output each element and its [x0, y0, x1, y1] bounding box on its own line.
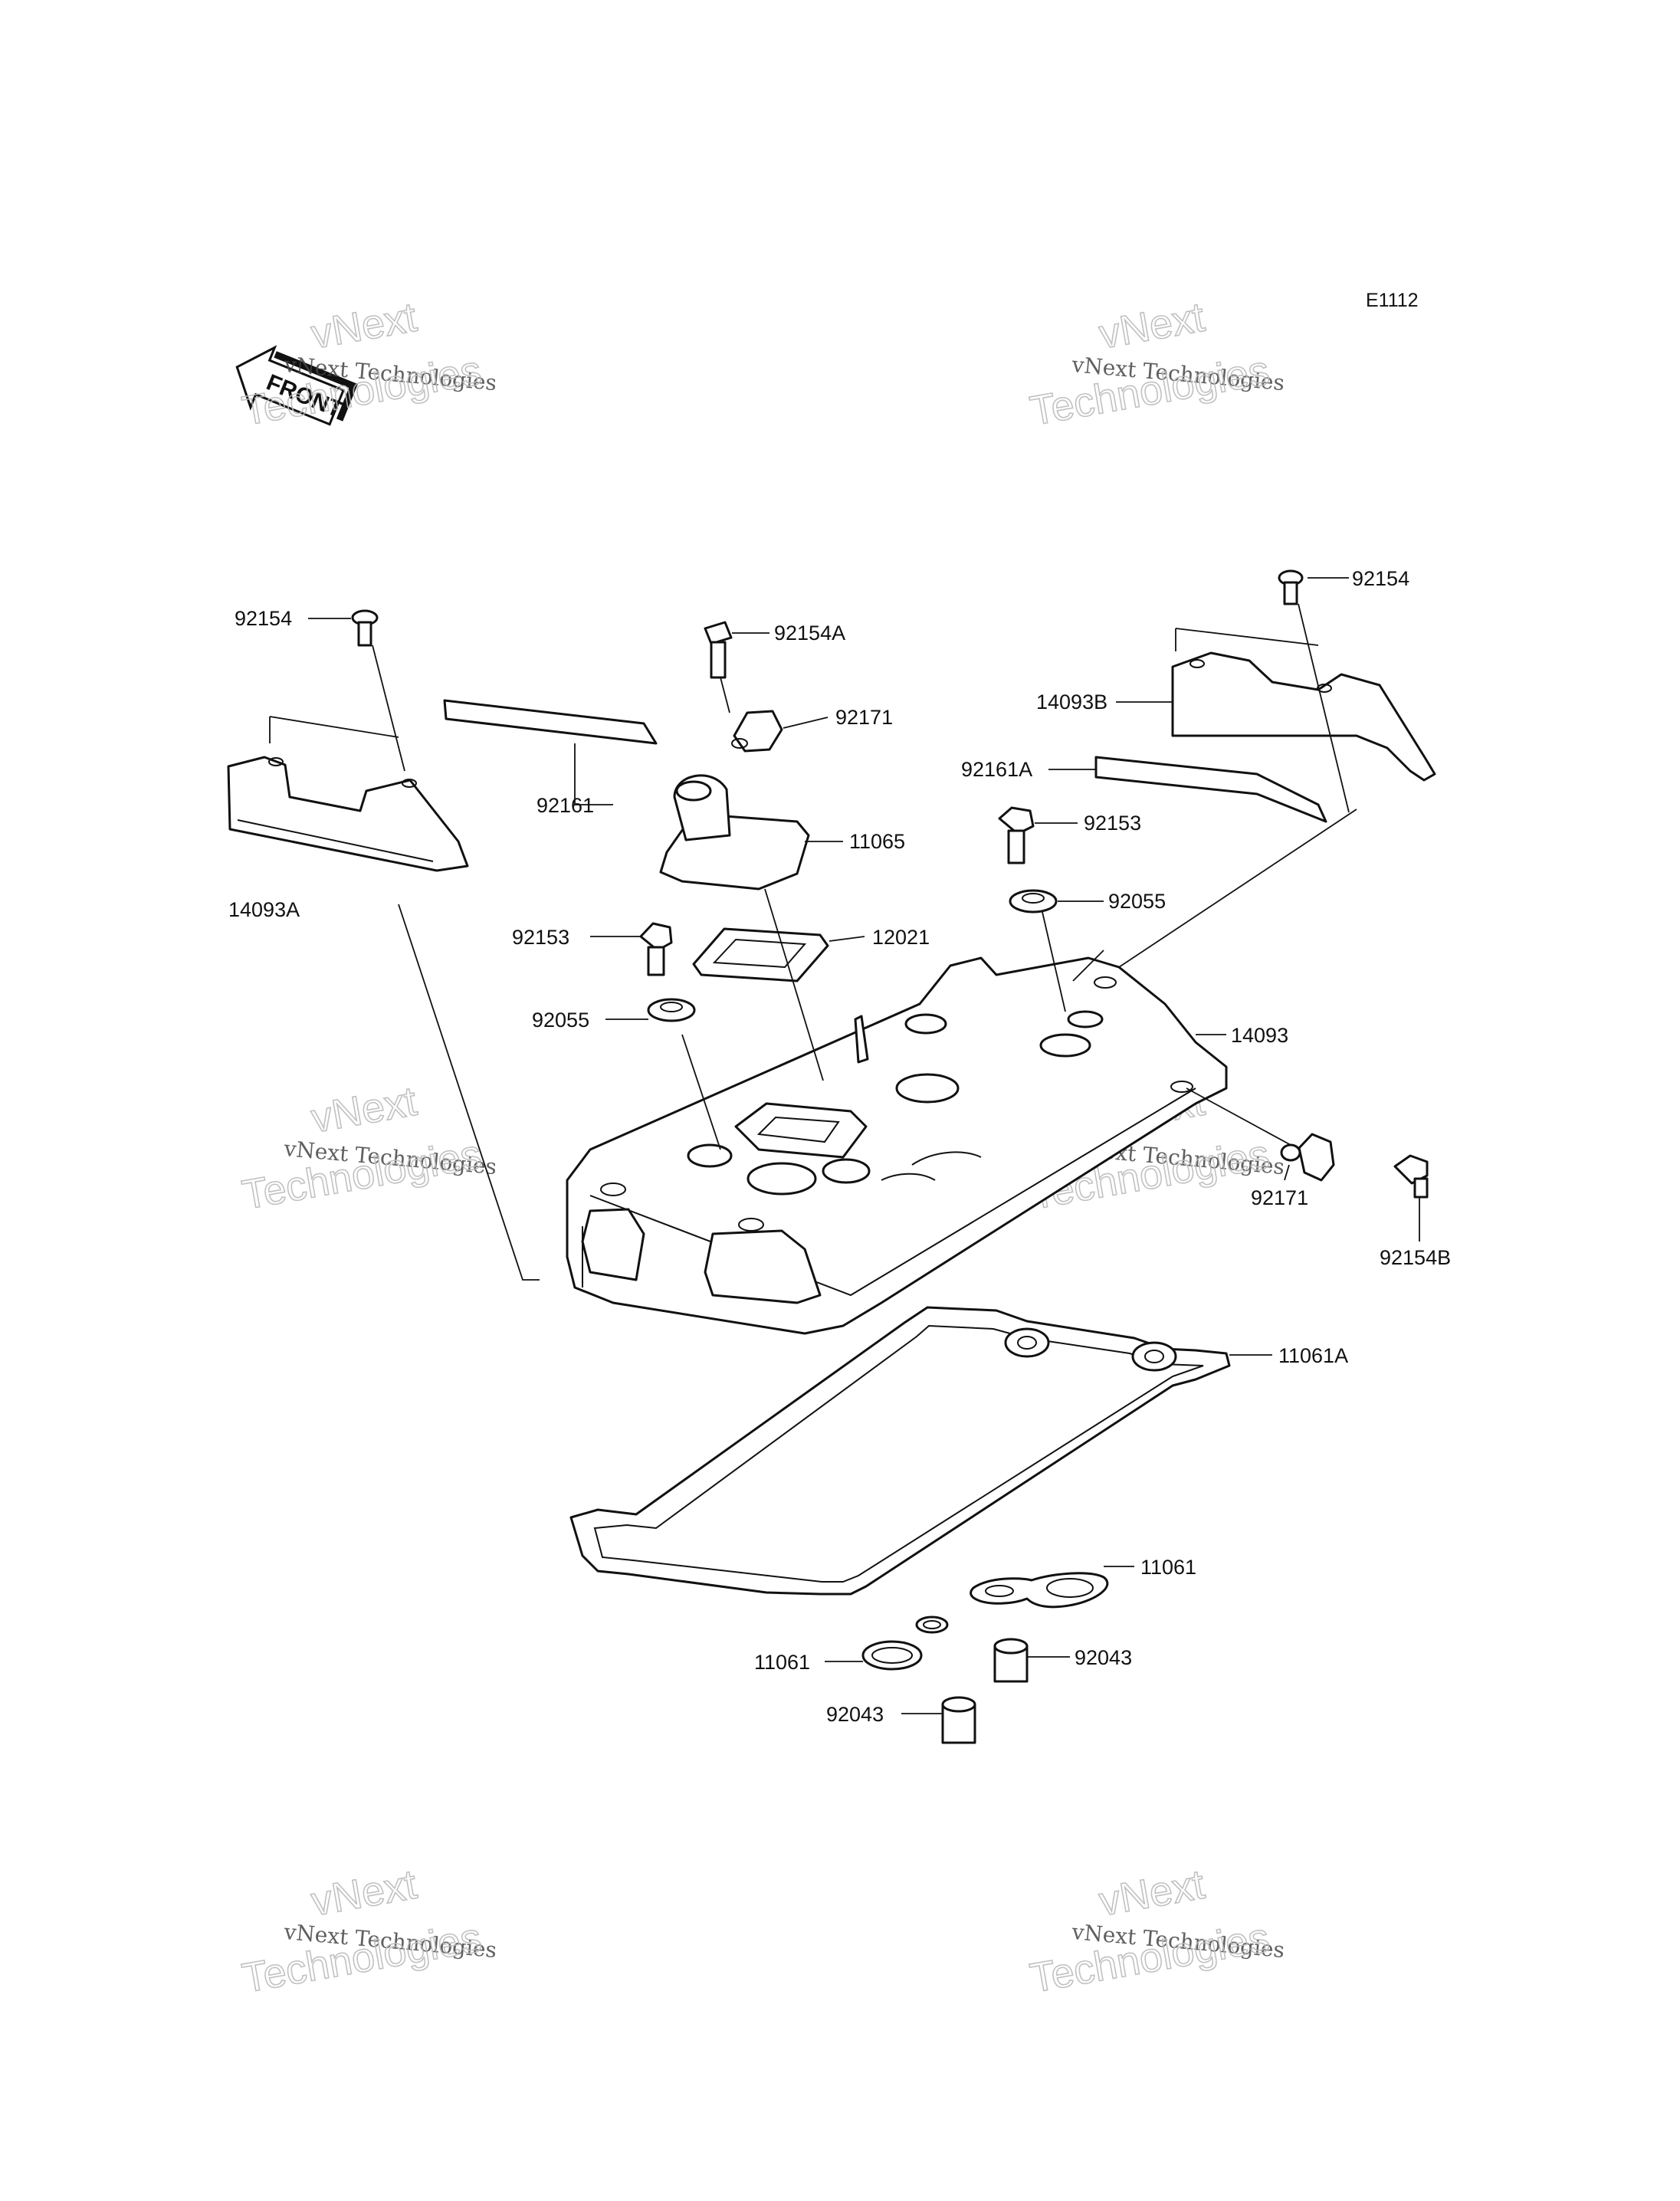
bolt-92154-left	[351, 609, 379, 647]
label-92161A: 92161A	[961, 758, 1032, 781]
bolt-92153-right	[998, 806, 1035, 864]
label-92043-left: 92043	[826, 1703, 884, 1726]
bolt-92154A	[704, 621, 733, 679]
label-14093A: 14093A	[228, 898, 300, 921]
watermark-bottom-right-brand: vNext	[1096, 1862, 1208, 1925]
seal-strip-92161A	[1094, 756, 1327, 823]
label-92043-right: 92043	[1075, 1646, 1132, 1669]
bolt-92154B	[1393, 1154, 1429, 1199]
label-92154B: 92154B	[1380, 1246, 1451, 1269]
label-92153-left: 92153	[512, 926, 569, 949]
label-12021: 12021	[872, 926, 930, 949]
grommet-92055-left	[647, 998, 696, 1022]
watermark-mid-left: vNext Technologies vNext Technologies	[238, 1078, 497, 1219]
dowel-pin-92043-left	[941, 1696, 976, 1744]
label-11061A: 11061A	[1278, 1344, 1348, 1367]
watermark-top-right: vNext Technologies vNext Technologies	[1026, 294, 1285, 435]
label-92161: 92161	[536, 794, 594, 817]
label-11061-right: 11061	[1140, 1556, 1196, 1579]
bolt-92153-left	[639, 922, 673, 976]
plate-12021	[692, 927, 829, 982]
label-92153-right: 92153	[1084, 812, 1141, 835]
clip-92171-top	[731, 710, 783, 753]
cover-piece-14093B	[1171, 628, 1436, 782]
watermark-mid-left-brand: vNext	[308, 1078, 420, 1142]
gasket-11061A	[569, 1306, 1231, 1596]
label-92055-left: 92055	[532, 1009, 589, 1032]
label-14093: 14093	[1231, 1024, 1288, 1047]
grommet-92055-right	[1009, 889, 1058, 914]
cover-piece-14093A	[227, 716, 469, 872]
diagram-code: E1112	[1366, 290, 1419, 311]
front-arrow-icon: FRONT	[235, 345, 358, 426]
watermark-top-right-brand: vNext	[1096, 294, 1208, 358]
label-11061-left: 11061	[754, 1651, 810, 1674]
label-92154-right: 92154	[1352, 567, 1409, 590]
label-92154A: 92154A	[774, 622, 845, 645]
label-92055-right: 92055	[1108, 890, 1166, 913]
label-14093B: 14093B	[1036, 690, 1107, 713]
plug-gasket-11061-right	[970, 1572, 1109, 1609]
bolt-92154-right	[1278, 569, 1304, 605]
watermark-top-left-brand: vNext	[308, 294, 420, 358]
seal-strip-92161	[443, 699, 658, 745]
label-92154-left: 92154	[235, 607, 292, 630]
head-cover-14093	[566, 956, 1228, 1335]
label-92171-right: 92171	[1251, 1186, 1308, 1209]
label-92171-top: 92171	[835, 706, 893, 729]
leader-lines	[308, 577, 1420, 1714]
watermark-bottom-right: vNext Technologies vNext Technologies	[1026, 1861, 1285, 2003]
watermark-bottom-left: vNext Technologies vNext Technologies	[238, 1861, 497, 2003]
plug-gasket-11061-left	[861, 1615, 949, 1671]
watermark-bottom-left-brand: vNext	[308, 1862, 420, 1925]
clip-92171-right	[1280, 1133, 1335, 1182]
breather-cover-11065	[659, 774, 810, 891]
dowel-pin-92043-right	[993, 1638, 1029, 1683]
label-11065: 11065	[849, 830, 905, 853]
